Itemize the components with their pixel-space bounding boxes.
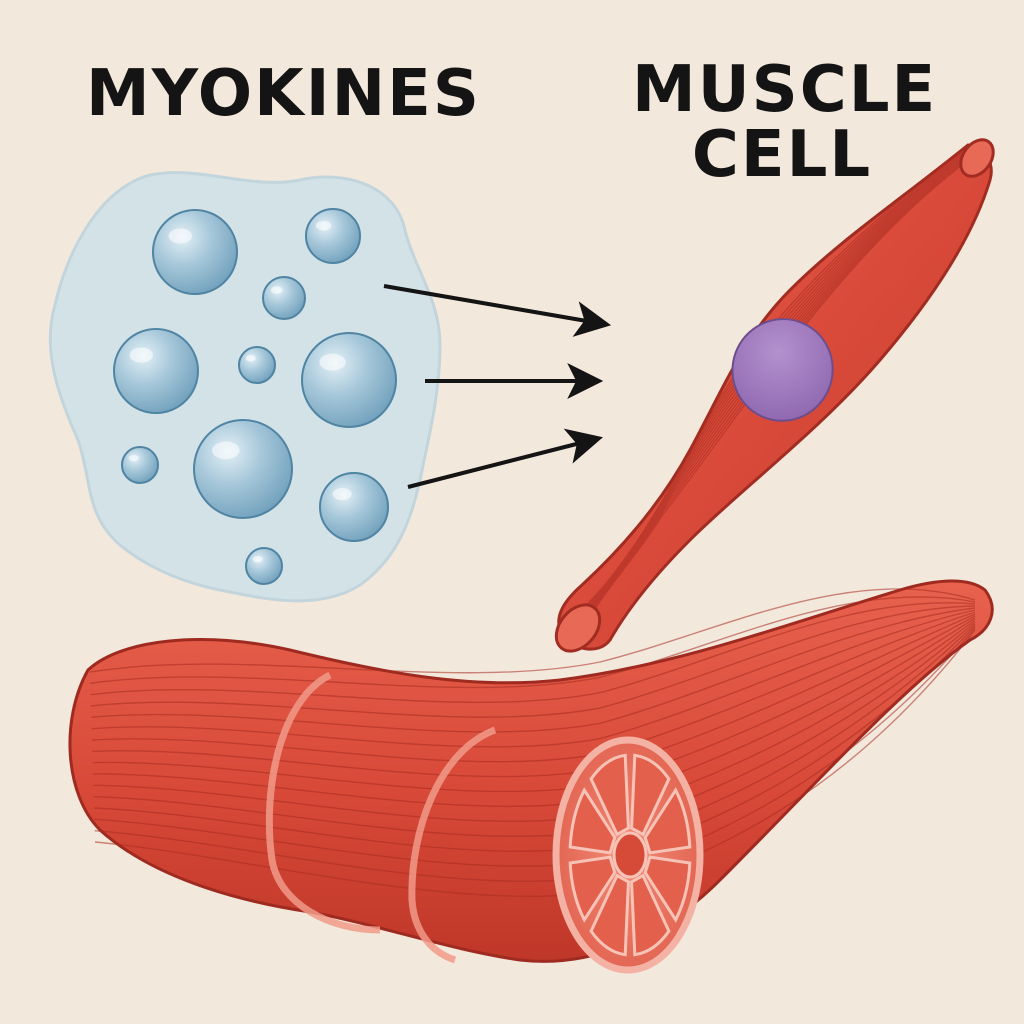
cell-end-cap-top [959, 138, 995, 178]
myokine-vesicles [113, 208, 397, 585]
bundle-ring-left [265, 671, 381, 934]
bundle-cross-section [552, 736, 704, 974]
cell-nucleus [731, 318, 834, 422]
myokine-vesicle [305, 208, 361, 264]
fascicle [630, 753, 671, 837]
myokine-vesicle [319, 472, 389, 542]
muscle-bundle [68, 579, 994, 974]
fascicle [589, 753, 630, 837]
myokine-vesicle [238, 346, 276, 384]
fascicle [589, 873, 630, 957]
signal-arrow [383, 284, 612, 337]
muscle-bundle-body [68, 579, 994, 963]
fascicle [568, 787, 617, 855]
myokine-vesicle [121, 446, 159, 484]
myokine-vesicle [245, 547, 283, 585]
fascicle [643, 787, 692, 855]
muscle-cell-label-line2: CELL [691, 118, 873, 193]
myokines-label: MYOKINES [86, 57, 481, 131]
myokine-vesicle [301, 332, 397, 428]
myokine-vesicle [113, 328, 199, 414]
signal-arrows [383, 284, 612, 489]
cell-end-cap-bottom [554, 603, 602, 653]
fascicle [568, 855, 617, 923]
myokine-vesicle [152, 209, 238, 295]
muscle-cell-label-line1: MUSCLE [632, 53, 938, 127]
myokine-vesicle [262, 276, 306, 320]
fascicle [630, 873, 671, 957]
muscle-cell-striations [574, 149, 970, 630]
bundle-ring-mid [408, 726, 497, 964]
myokine-vesicle [193, 419, 293, 519]
signal-arrow [407, 428, 603, 489]
fascicle [643, 855, 692, 923]
muscle-cell-label: MUSCLE CELL [632, 53, 938, 193]
muscle-cell [554, 138, 995, 653]
